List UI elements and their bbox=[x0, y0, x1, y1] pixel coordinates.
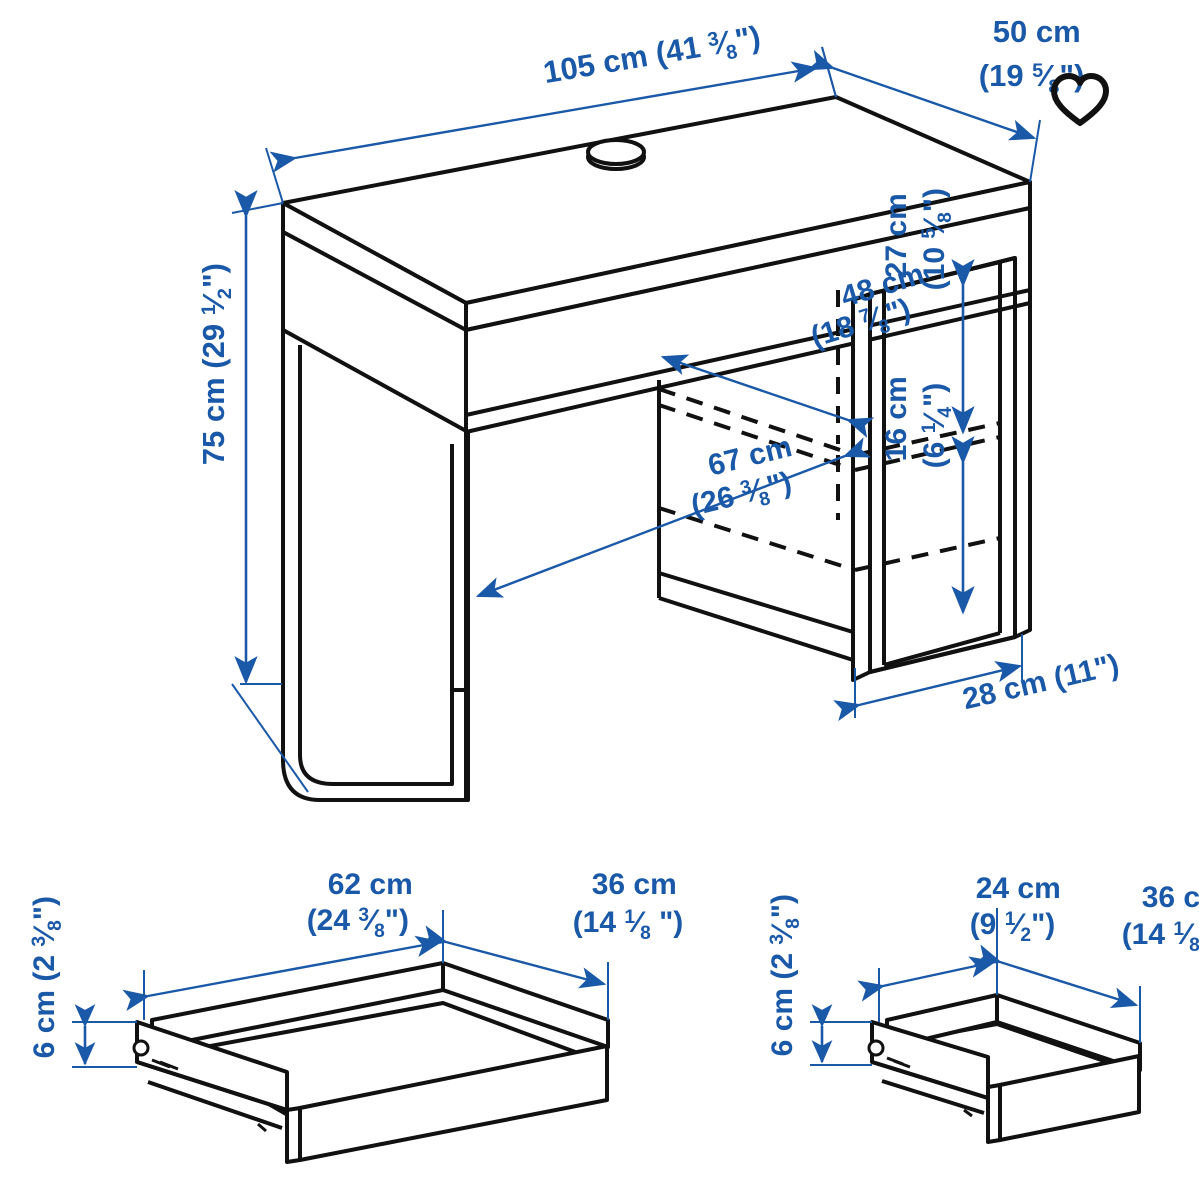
dimension-label-upper-compartment-metric: 27 cm bbox=[880, 118, 913, 370]
dimension-label-desk-depth-metric: 50 cm bbox=[898, 14, 1158, 49]
dim-line bbox=[269, 61, 819, 173]
dimension-label-desk-height: 75 cm (29 1⁄2") bbox=[196, 186, 236, 561]
dimension-label-small-drawer-depth-imperial: (14 1⁄8 ") bbox=[1030, 918, 1199, 956]
large-drawer-runner-hardware bbox=[132, 1039, 267, 1133]
dimension-knee-width: 67 cm (26 3⁄8") bbox=[475, 430, 872, 598]
ext-line bbox=[1029, 119, 1041, 183]
dim-line bbox=[857, 956, 997, 1002]
ext-line bbox=[821, 46, 837, 98]
cable-hole-grommet bbox=[586, 138, 646, 171]
dimension-large-drawer-depth: 36 cm (14 1⁄8 ") bbox=[420, 868, 758, 1020]
small-drawer-front-panel-left-edge bbox=[986, 1083, 1002, 1144]
large-drawer-rail-slot bbox=[147, 1080, 283, 1130]
knee-floor-panel bbox=[658, 571, 855, 662]
dimension-small-drawer-depth: 36 cm (14 1⁄8 ") bbox=[973, 881, 1199, 1043]
dimension-label-large-drawer-width-imperial: (24 3⁄8") bbox=[215, 904, 484, 942]
dimension-lower-compartment: 16 cm (6 1⁄4") bbox=[880, 301, 975, 615]
hidden-shelf-lower-right bbox=[854, 536, 1001, 572]
dimension-label-lower-compartment-metric: 16 cm bbox=[880, 301, 913, 553]
small-drawer-runner-hardware bbox=[867, 1039, 973, 1118]
apron-lower-rail bbox=[465, 288, 1031, 417]
dimension-label-small-drawer-width-imperial: (9 1⁄2") bbox=[878, 908, 1130, 946]
cabinet-bottom-rail bbox=[883, 631, 1001, 667]
small-drawer-side-rail bbox=[871, 1060, 989, 1100]
cabinet-inner-top-rail bbox=[883, 260, 1001, 292]
ext-line bbox=[231, 202, 284, 214]
cabinet-left-inner-panel bbox=[851, 292, 872, 682]
favorite-button[interactable] bbox=[1049, 70, 1111, 132]
dimension-label-small-drawer-depth-metric: 36 cm bbox=[1050, 881, 1199, 914]
dim-line bbox=[420, 925, 607, 989]
dimension-label-cabinet-depth: 28 cm (11") bbox=[870, 631, 1195, 736]
dimension-large-drawer-height: 6 cm (2 3⁄8") bbox=[28, 821, 137, 1150]
desk-top-panel bbox=[281, 95, 1032, 332]
large-drawer-view: 62 cm (24 3⁄8") 36 cm (14 1⁄8 ") bbox=[28, 821, 758, 1164]
dimension-large-drawer-width: 62 cm (24 3⁄8") bbox=[122, 868, 488, 1020]
dimension-small-drawer-width: 24 cm (9 1⁄2") bbox=[857, 872, 1136, 1022]
dimension-desk-height: 75 cm (29 1⁄2") bbox=[196, 186, 309, 793]
dimension-label-large-drawer-width-metric: 62 cm bbox=[236, 868, 488, 901]
dim-line bbox=[833, 661, 1023, 722]
dimension-label-desk-depth-imperial: (19 5⁄8") bbox=[884, 58, 1162, 98]
hidden-shelf-upper-right-a bbox=[854, 421, 1001, 457]
dimension-label-upper-compartment-imperial: (10 5⁄8") bbox=[918, 113, 956, 382]
dimension-desk-depth: 50 cm (19 5⁄8") bbox=[806, 14, 1162, 183]
large-drawer-front-panel-left-edge bbox=[285, 1106, 302, 1164]
cabinet-bottom-rail-2 bbox=[869, 635, 1016, 674]
heart-icon[interactable] bbox=[1049, 70, 1111, 132]
dimension-label-small-drawer-height: 6 cm (2 3⁄8") bbox=[766, 819, 804, 1148]
dimension-label-small-drawer-width-metric: 24 cm bbox=[884, 872, 1136, 905]
large-drawer-side-rail bbox=[136, 1060, 288, 1112]
dimension-cabinet-depth: 28 cm (11") bbox=[833, 631, 1195, 736]
ext-line bbox=[265, 147, 284, 204]
dimension-small-drawer-height: 6 cm (2 3⁄8") bbox=[766, 819, 872, 1148]
hidden-shelf-upper-right-b bbox=[854, 435, 1001, 472]
dimension-label-large-drawer-height: 6 cm (2 3⁄8") bbox=[28, 821, 66, 1150]
dim-line bbox=[122, 935, 443, 1011]
dimension-label-large-drawer-depth-imperial: (14 1⁄8 ") bbox=[481, 906, 758, 944]
ext-line bbox=[231, 683, 309, 793]
dim-line bbox=[660, 354, 875, 438]
dim-line bbox=[806, 49, 1037, 141]
dimension-upper-compartment: 27 cm (10 5⁄8") bbox=[880, 113, 975, 435]
cabinet-outer-right-edge bbox=[1013, 252, 1032, 639]
left-panel-inner-line bbox=[298, 345, 454, 786]
dimension-label-large-drawer-depth-metric: 36 cm bbox=[500, 868, 752, 901]
dim-line bbox=[475, 437, 872, 598]
dim-line bbox=[973, 944, 1139, 1009]
desk-assembly-view: 105 cm (41 3⁄8") 50 cm (19 5⁄8") bbox=[196, 6, 1195, 802]
dimension-label-desk-width: 105 cm (41 3⁄8") bbox=[447, 6, 840, 111]
dimension-label-lower-compartment-imperial: (6 1⁄4") bbox=[918, 308, 956, 560]
small-drawer-rail-slot bbox=[881, 1079, 985, 1115]
small-drawer-view: 24 cm (9 1⁄2") 36 cm (14 1⁄8 ") bbox=[766, 819, 1199, 1148]
